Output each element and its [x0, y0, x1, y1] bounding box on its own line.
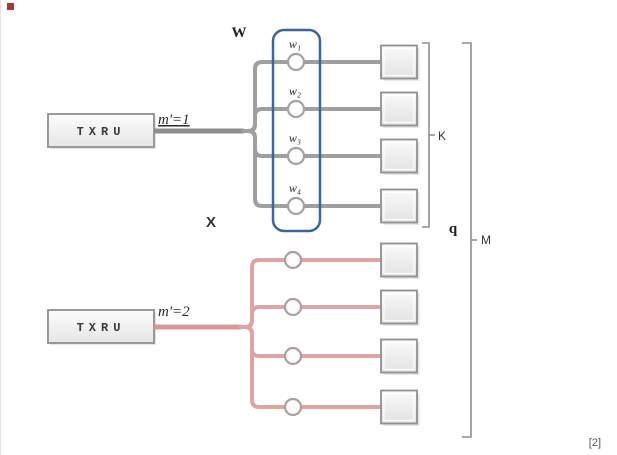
txru-1-branch-4 [242, 129, 288, 208]
txru-2-branch-4 [239, 325, 285, 409]
weight-vector-outline [271, 28, 322, 233]
m-bracket-label: M [481, 233, 491, 247]
txru-2-branch-2 [239, 305, 285, 329]
weight-node-2 [286, 99, 306, 119]
txru-1-branch-2 [242, 107, 288, 133]
antenna-element [380, 91, 420, 128]
txru-1-box [47, 113, 155, 148]
weight-label-4: w₄ [289, 181, 301, 195]
m-bracket [462, 42, 472, 438]
weight-node-5 [283, 250, 303, 270]
antenna-group-1 [380, 44, 420, 225]
weight-matrix-label: W [232, 25, 247, 41]
weight-node-3 [286, 146, 306, 166]
x-label: X [206, 214, 216, 231]
antenna-element [380, 289, 420, 326]
txru-2-branch-1 [239, 258, 285, 329]
weight-label-1: w₁ [289, 37, 301, 51]
txru-2-port-label: m'=2 [158, 304, 190, 320]
txru-2: TXRU [47, 309, 156, 345]
txru-2-box [47, 309, 155, 344]
txru-1-branch-3 [242, 129, 288, 158]
k-bracket [422, 42, 430, 228]
txru-2-branch-3 [239, 325, 285, 358]
antenna-element [380, 44, 420, 81]
k-bracket-label: K [438, 129, 446, 143]
weight-node-7 [283, 346, 303, 366]
corner-marker [7, 3, 14, 10]
citation-reference: [2] [589, 437, 601, 449]
antenna-element [380, 242, 420, 279]
antenna-element [380, 338, 420, 375]
txru-1-branch-1 [242, 60, 288, 133]
weight-label-3: w₃ [289, 131, 301, 145]
antenna-element [380, 138, 420, 175]
q-label: q [449, 221, 458, 237]
antenna-element [380, 389, 420, 426]
antenna-element [380, 188, 420, 225]
txru-1: TXRU [47, 113, 156, 149]
txru-2-label: TXRU [77, 321, 126, 335]
weight-node-8 [283, 397, 303, 417]
weight-node-4 [286, 196, 306, 216]
txru-1-label: TXRU [77, 125, 126, 139]
weight-node-6 [283, 297, 303, 317]
txru-1-port-label: m'=1 [158, 112, 190, 128]
antenna-group-2 [380, 242, 420, 426]
weight-node-1 [286, 52, 306, 72]
weight-label-2: w₂ [289, 84, 301, 98]
